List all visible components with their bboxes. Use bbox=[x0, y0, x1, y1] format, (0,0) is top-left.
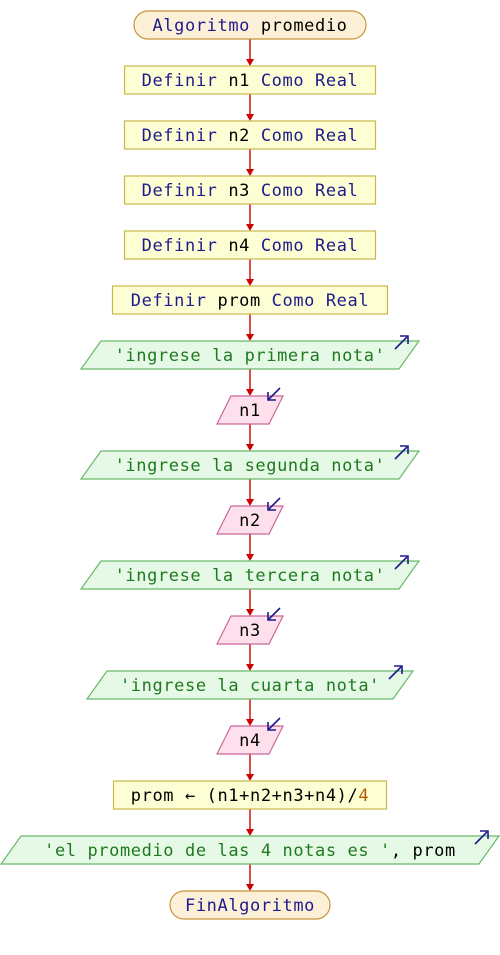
flow-node-output: 'el promedio de las 4 notas es ', prom bbox=[0, 830, 500, 865]
node-label: Definir n4 Como Real bbox=[142, 236, 359, 256]
node-label: FinAlgoritmo bbox=[185, 896, 315, 916]
node-label-part: Algoritmo bbox=[152, 16, 250, 36]
node-label: 'ingrese la segunda nota' bbox=[115, 456, 386, 476]
node-label-part: 4 bbox=[358, 786, 369, 806]
node-label-part: n2 bbox=[218, 126, 261, 146]
node-label: n4 bbox=[239, 731, 261, 751]
flow-node-process: Definir prom Como Real bbox=[111, 285, 389, 315]
node-label: Definir n2 Como Real bbox=[142, 126, 359, 146]
node-label-part: Definir bbox=[142, 71, 218, 91]
flow-node-process: Definir n4 Como Real bbox=[123, 230, 377, 260]
node-label: Definir n3 Como Real bbox=[142, 181, 359, 201]
connector-arrow bbox=[246, 754, 254, 781]
flow-node-input: n2 bbox=[216, 497, 284, 535]
node-label-part: 'ingrese la primera nota' bbox=[115, 346, 386, 366]
node-label-part: promedio bbox=[261, 16, 348, 36]
node-label-part: 'ingrese la segunda nota' bbox=[115, 456, 386, 476]
flow-node-terminal: Algoritmo promedio bbox=[133, 10, 367, 40]
node-label-part: Definir bbox=[131, 291, 207, 311]
connector-arrow bbox=[246, 39, 254, 66]
node-label-part: Definir bbox=[142, 126, 218, 146]
output-arrow-icon bbox=[474, 830, 489, 845]
node-label-part: n4 bbox=[218, 236, 261, 256]
node-label-part: FinAlgoritmo bbox=[185, 896, 315, 916]
input-arrow-icon bbox=[267, 717, 281, 731]
connector-arrow bbox=[246, 424, 254, 451]
connector-arrow bbox=[246, 479, 254, 506]
node-label-part: n4 bbox=[239, 731, 261, 751]
flowchart-edges bbox=[246, 39, 254, 891]
node-label-part: 'ingrese la cuarta nota' bbox=[120, 676, 380, 696]
connector-arrow bbox=[246, 204, 254, 231]
node-label-part: Como Real bbox=[261, 126, 359, 146]
connector-arrow bbox=[246, 94, 254, 121]
node-label: n2 bbox=[239, 511, 261, 531]
node-label-part: prom ← (n1+n2+n3+n4)/ bbox=[131, 786, 359, 806]
connector-arrow bbox=[246, 314, 254, 341]
node-label: Definir prom Como Real bbox=[131, 291, 369, 311]
node-label-part: n3 bbox=[218, 181, 261, 201]
output-arrow-icon bbox=[394, 445, 409, 460]
connector-arrow bbox=[246, 699, 254, 726]
node-label-part: prom bbox=[207, 291, 272, 311]
flow-node-process: Definir n3 Como Real bbox=[123, 175, 377, 205]
flow-node-input: n1 bbox=[216, 387, 284, 425]
flow-node-process: Definir n2 Como Real bbox=[123, 120, 377, 150]
input-arrow-icon bbox=[267, 607, 281, 621]
flow-node-input: n3 bbox=[216, 607, 284, 645]
connector-arrow bbox=[246, 149, 254, 176]
node-label-part: Como Real bbox=[261, 71, 359, 91]
node-label-part bbox=[250, 16, 261, 36]
input-arrow-icon bbox=[267, 497, 281, 511]
flow-node-output: 'ingrese la cuarta nota' bbox=[85, 665, 415, 700]
node-label-part: Como Real bbox=[261, 181, 359, 201]
node-label-part: , prom bbox=[391, 841, 456, 861]
flow-node-terminal: FinAlgoritmo bbox=[169, 890, 331, 920]
flow-node-output: 'ingrese la segunda nota' bbox=[79, 445, 421, 480]
node-label: n3 bbox=[239, 621, 261, 641]
input-arrow-icon bbox=[267, 387, 281, 401]
node-label-part: n3 bbox=[239, 621, 261, 641]
connector-arrow bbox=[246, 644, 254, 671]
node-label: 'ingrese la cuarta nota' bbox=[120, 676, 380, 696]
node-label: Definir n1 Como Real bbox=[142, 71, 359, 91]
node-label: 'el promedio de las 4 notas es ', prom bbox=[44, 841, 456, 861]
node-label-part: Como Real bbox=[272, 291, 370, 311]
node-label: Algoritmo promedio bbox=[152, 16, 347, 36]
output-arrow-icon bbox=[394, 555, 409, 570]
output-arrow-icon bbox=[394, 335, 409, 350]
flow-node-output: 'ingrese la tercera nota' bbox=[79, 555, 421, 590]
node-label-part: Definir bbox=[142, 181, 218, 201]
node-label: 'ingrese la primera nota' bbox=[115, 346, 386, 366]
output-arrow-icon bbox=[388, 665, 403, 680]
flow-node-process: Definir n1 Como Real bbox=[123, 65, 377, 95]
connector-arrow bbox=[246, 259, 254, 286]
node-label-part: Definir bbox=[142, 236, 218, 256]
connector-arrow bbox=[246, 809, 254, 836]
node-label-part: 'ingrese la tercera nota' bbox=[115, 566, 386, 586]
flow-node-output: 'ingrese la primera nota' bbox=[79, 335, 421, 370]
flow-node-input: n4 bbox=[216, 717, 284, 755]
node-label-part: n1 bbox=[218, 71, 261, 91]
node-label-part: n1 bbox=[239, 401, 261, 421]
node-label: 'ingrese la tercera nota' bbox=[115, 566, 386, 586]
connector-arrow bbox=[246, 534, 254, 561]
node-label-part: Como Real bbox=[261, 236, 359, 256]
node-label: prom ← (n1+n2+n3+n4)/4 bbox=[131, 786, 369, 806]
connector-arrow bbox=[246, 369, 254, 396]
flow-node-process: prom ← (n1+n2+n3+n4)/4 bbox=[112, 780, 388, 810]
node-label-part: n2 bbox=[239, 511, 261, 531]
connector-arrow bbox=[246, 864, 254, 891]
node-label-part: 'el promedio de las 4 notas es ' bbox=[44, 841, 391, 861]
node-label: n1 bbox=[239, 401, 261, 421]
connector-arrow bbox=[246, 589, 254, 616]
